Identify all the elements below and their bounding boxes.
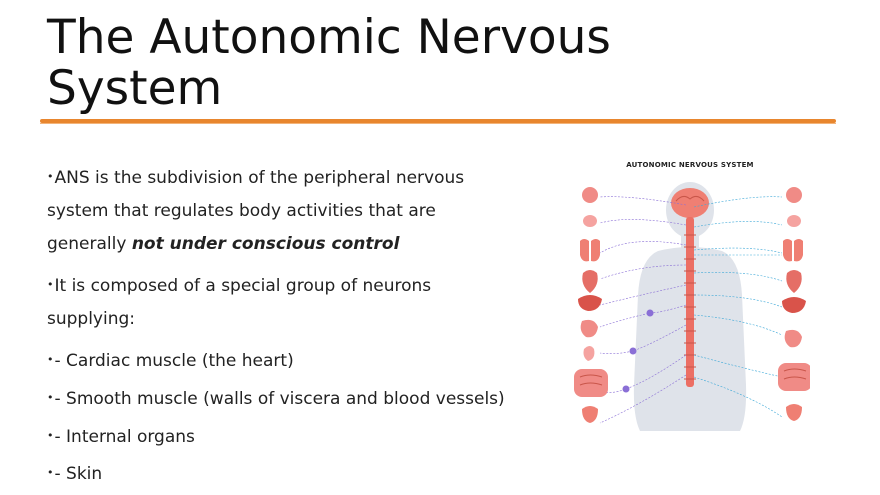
bullet-item: •- Smooth muscle (walls of viscera and b…: [47, 383, 517, 416]
bullet-text: It is composed of a special group of neu…: [47, 276, 432, 329]
bullet-item: •It is composed of a special group of ne…: [47, 270, 517, 336]
diagram-title: AUTONOMIC NERVOUS SYSTEM: [626, 161, 754, 169]
ganglion: [622, 385, 630, 393]
bullet-dot: •: [47, 429, 54, 442]
bullet-item: •- Skin: [47, 458, 517, 491]
ganglion: [629, 347, 637, 355]
autonomic-nervous-system-diagram: AUTONOMIC NERVOUS SYSTEM: [570, 155, 810, 433]
left-organs: [574, 187, 608, 423]
spinal-cord: [686, 217, 694, 387]
brain: [671, 188, 709, 218]
title-underline-shadow: [40, 123, 836, 124]
bullet-dot: •: [47, 391, 54, 404]
bullet-text: ANS is the subdivision of the peripheral…: [47, 168, 465, 254]
bullet-dot: •: [47, 353, 54, 366]
bullet-list: •ANS is the subdivision of the periphera…: [47, 162, 517, 495]
bullet-dot: •: [47, 278, 54, 291]
bullet-emphasis: not under conscious control: [131, 234, 400, 254]
bullet-text: - Smooth muscle (walls of viscera and bl…: [54, 389, 505, 409]
bullet-item: •- Cardiac muscle (the heart): [47, 345, 517, 378]
bullet-dot: •: [47, 466, 54, 479]
bullet-text: - Skin: [54, 464, 103, 484]
bullet-text: - Cardiac muscle (the heart): [54, 351, 294, 371]
bullet-text: - Internal organs: [54, 427, 195, 447]
title-underline: [40, 119, 836, 123]
body-illustration: [574, 182, 810, 431]
bullet-item: •ANS is the subdivision of the periphera…: [47, 162, 517, 261]
bullet-item: •- Internal organs: [47, 421, 517, 454]
right-organs: [778, 187, 810, 421]
slide-title: The Autonomic Nervous System: [47, 10, 611, 116]
bullet-dot: •: [47, 170, 54, 183]
